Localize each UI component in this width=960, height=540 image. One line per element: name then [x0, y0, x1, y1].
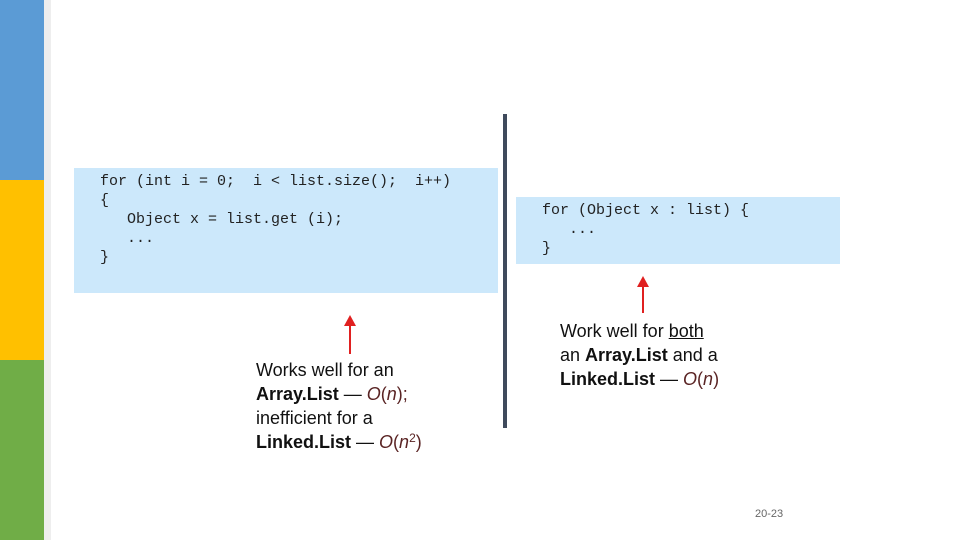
left-code-box: for (int i = 0; i < list.size(); i++) { … — [74, 168, 498, 293]
left-note-line-2: Array.List — O(n); — [256, 382, 422, 406]
right-note-text-1: Work well for — [560, 321, 669, 341]
left-code-line-4: ... — [100, 230, 155, 247]
left-note: Works well for an Array.List — O(n); ine… — [256, 358, 422, 454]
side-bar-green — [0, 360, 44, 540]
paren-open-1: ( — [380, 384, 387, 404]
right-arrow-shaft — [642, 285, 644, 313]
paren-open-3: ( — [697, 369, 704, 389]
n-2: n — [399, 432, 410, 452]
right-note-line-3: Linked.List — O(n) — [560, 367, 719, 391]
side-strip — [44, 0, 51, 540]
right-note-dash: — — [655, 369, 684, 389]
left-arrow-shaft — [349, 324, 351, 354]
paren-close-3: ) — [713, 369, 720, 389]
right-note-line-2: an Array.List and a — [560, 343, 719, 367]
left-code-line-2: { — [100, 192, 110, 209]
page-number: 20-23 — [755, 508, 784, 520]
big-o-1: O — [366, 384, 381, 404]
right-note: Work well for both an Array.List and a L… — [560, 319, 719, 391]
big-o-3: O — [683, 369, 698, 389]
vertical-divider — [503, 114, 507, 428]
linkedlist-label-right: Linked.List — [560, 369, 656, 389]
left-note-line-1: Works well for an — [256, 360, 394, 380]
paren-close-1: ); — [396, 384, 408, 404]
right-code-line-1: for (Object x : list) { — [542, 202, 750, 219]
right-arrow-head — [637, 276, 649, 287]
both-underlined: both — [668, 321, 704, 341]
right-code-line-2: ... — [542, 221, 597, 238]
arraylist-label: Array.List — [256, 384, 339, 404]
big-o-2: O — [379, 432, 394, 452]
side-bar-blue — [0, 0, 44, 180]
right-note-line-1: Work well for both — [560, 319, 719, 343]
paren-close-2: ) — [415, 432, 422, 452]
n-3: n — [703, 369, 714, 389]
side-bar-yellow — [0, 180, 44, 360]
left-note-line-4: Linked.List — O(n2) — [256, 430, 422, 454]
left-note-line-3: inefficient for a — [256, 408, 373, 428]
exponent-2: 2 — [409, 431, 416, 445]
left-code-line-1: for (int i = 0; i < list.size(); i++) — [100, 173, 452, 190]
right-code-line-3: } — [542, 240, 552, 257]
left-note-dash-1: — — [338, 384, 367, 404]
left-note-dash-2: — — [351, 432, 380, 452]
left-arrow-head — [344, 315, 356, 326]
n-1: n — [386, 384, 397, 404]
arraylist-label-right: Array.List — [585, 345, 668, 365]
linkedlist-label: Linked.List — [256, 432, 352, 452]
paren-open-2: ( — [393, 432, 400, 452]
right-note-and: and a — [667, 345, 718, 365]
left-code-line-3: Object x = list.get (i); — [100, 211, 344, 228]
left-code-line-5: } — [100, 249, 110, 266]
right-code-box: for (Object x : list) { ... } — [516, 197, 840, 264]
right-note-an: an — [560, 345, 586, 365]
